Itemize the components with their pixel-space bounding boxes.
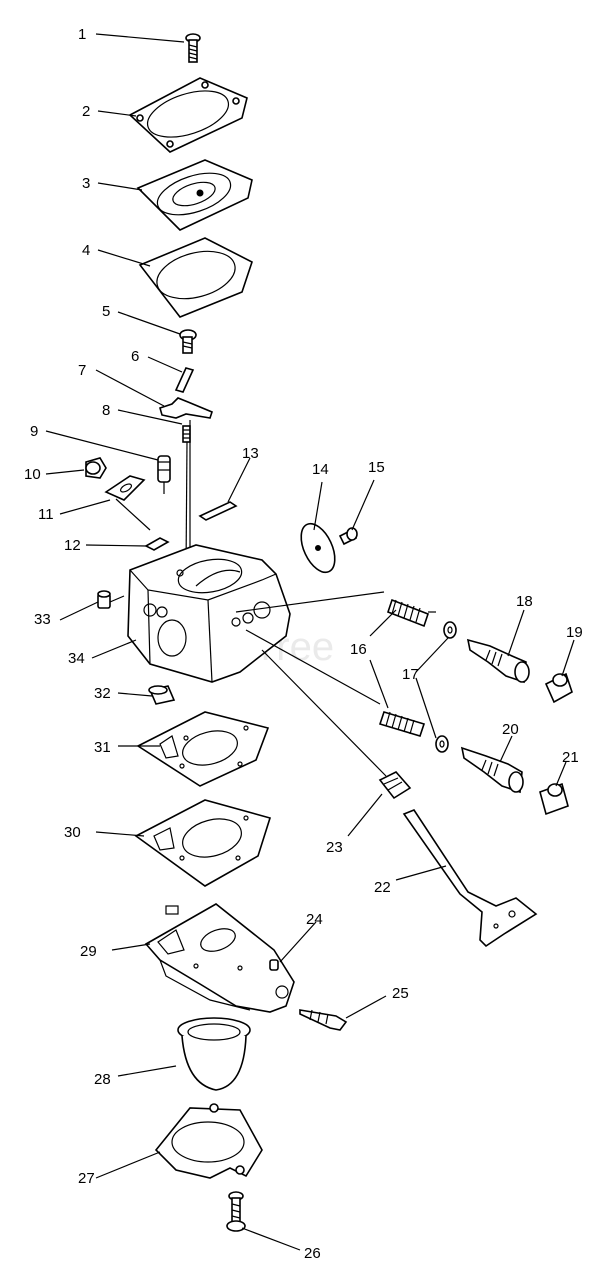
part-4-gasket[interactable] [138,237,253,318]
callout-2: 2 [82,103,90,120]
callout-21: 21 [562,749,579,766]
part-1-screw[interactable] [185,33,201,63]
leader-lines [45,33,575,1251]
callout-24: 24 [306,911,323,928]
callout-32: 32 [94,685,111,702]
part-19-cap[interactable] [544,672,573,704]
callout-27: 27 [78,1170,95,1187]
part-15-screw[interactable] [338,527,358,546]
callout-7: 7 [78,362,86,379]
callout-34: 34 [68,650,85,667]
part-16-spring-upper[interactable] [387,598,429,628]
callout-19: 19 [566,624,583,641]
callout-25: 25 [392,985,409,1002]
callout-3: 3 [82,175,90,192]
part-28-primer-bulb[interactable] [177,1017,251,1091]
part-5-screw[interactable] [179,329,197,354]
callout-33: 33 [34,611,51,628]
callout-12: 12 [64,537,81,554]
callout-5: 5 [102,303,110,320]
callout-4: 4 [82,242,90,259]
part-20-needle-l[interactable] [460,746,524,794]
part-16-spring-lower[interactable] [378,711,426,737]
part-13-pin[interactable] [198,501,238,521]
callout-13: 13 [242,445,259,462]
callout-23: 23 [326,839,343,856]
part-12-clip[interactable] [144,537,170,551]
part-32-cap[interactable] [148,685,176,705]
callout-28: 28 [94,1071,111,1088]
part-9-needle[interactable] [157,455,171,494]
callout-30: 30 [64,824,81,841]
callout-22: 22 [374,879,391,896]
part-17-washer-lower[interactable] [435,735,449,753]
callout-labels: 1 2 3 4 5 6 7 8 9 10 11 12 13 14 15 16 1… [24,26,583,1262]
callout-14: 14 [312,461,329,478]
callout-11: 11 [38,506,54,523]
part-24-nipple[interactable] [269,959,279,971]
part-22-throttle-shaft[interactable] [402,809,538,948]
part-34-carburetor-body[interactable] [127,544,291,683]
part-27-primer-plate[interactable] [154,1103,263,1179]
callout-10: 10 [24,466,41,483]
callout-8: 8 [102,402,110,419]
part-10-plug[interactable] [85,457,107,479]
callout-26: 26 [304,1245,321,1262]
part-14-throttle-plate[interactable] [294,519,341,578]
part-17-washer-upper[interactable] [443,621,457,639]
part-31-gasket[interactable] [136,711,270,787]
part-33-fitting[interactable] [97,590,125,609]
callout-31: 31 [94,739,111,756]
part-29-pump-cover[interactable] [144,903,295,1013]
callout-9: 9 [30,423,38,440]
part-11-plate[interactable] [104,475,146,501]
part-21-cap[interactable] [539,782,569,816]
part-6-pin[interactable] [174,367,195,393]
callout-6: 6 [131,348,139,365]
callout-15: 15 [368,459,385,476]
callout-29: 29 [80,943,97,960]
part-25-screw[interactable] [299,1009,348,1031]
part-30-diaphragm[interactable] [134,799,272,887]
part-7-lever[interactable] [159,397,213,419]
callout-20: 20 [502,721,519,738]
part-18-needle-h[interactable] [466,638,530,684]
callout-1: 1 [78,26,86,43]
assembly-lines [235,591,436,777]
callout-17: 17 [402,666,419,683]
callout-18: 18 [516,593,533,610]
part-3-diaphragm[interactable] [136,159,253,231]
part-26-screw[interactable] [226,1191,246,1232]
part-2-gasket[interactable] [128,77,248,153]
part-23-bushing[interactable] [378,771,412,800]
callout-16: 16 [350,641,367,658]
